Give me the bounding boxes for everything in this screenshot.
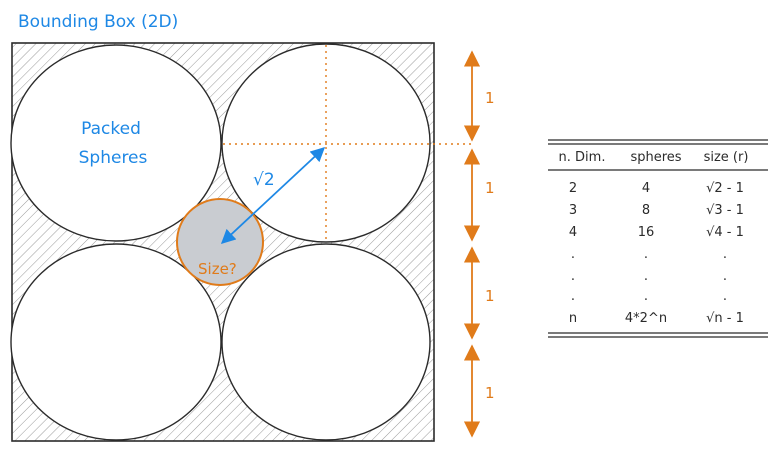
table-cell: 4*2^n [625,311,667,326]
sphere-bottom-right [221,243,431,441]
unit-label-1: 1 [485,89,495,107]
table-row: . . . [571,289,727,304]
table-cell: 8 [642,203,650,218]
table-cell: √4 - 1 [706,225,744,240]
table-cell: . [723,289,727,304]
table-cell: 4 [569,225,577,240]
table-cell: √2 - 1 [706,181,744,196]
table-cell: √n - 1 [706,311,744,326]
table-cell: . [723,247,727,262]
table-cell: . [571,269,575,284]
table-cell: √3 - 1 [706,203,744,218]
table-cell: . [571,247,575,262]
sphere-top-left [10,44,222,242]
table-row: . . . [571,269,727,284]
unit-label-4: 1 [485,384,495,402]
size-question-label: Size? [198,260,237,278]
unit-label-2: 1 [485,179,495,197]
table-row: 2 4 √2 - 1 [569,181,744,196]
table-header-size: size (r) [704,150,749,165]
table-cell: . [644,269,648,284]
table-row: 3 8 √3 - 1 [569,203,744,218]
spheres-label: Spheres [79,148,148,168]
table-cell: 4 [642,181,650,196]
sphere-bottom-left [10,243,222,441]
table-cell: . [644,289,648,304]
table-row: n 4*2^n √n - 1 [569,311,744,326]
table-cell: n [569,311,577,326]
diagram-title: Bounding Box (2D) [18,12,178,32]
diagonal-arrow [220,147,326,244]
table-cell: . [644,247,648,262]
unit-label-3: 1 [485,287,495,305]
table-cell: 3 [569,203,577,218]
table-cell: 2 [569,181,577,196]
table-row: 4 16 √4 - 1 [569,225,744,240]
table-row: . . . [571,247,727,262]
table-header-spheres: spheres [630,150,681,165]
table-cell: . [571,289,575,304]
table-cell: . [723,269,727,284]
table-header-dim: n. Dim. [559,150,606,165]
packed-label: Packed [81,119,141,139]
diagonal-label: √2 [253,170,275,190]
table-cell: 16 [638,225,655,240]
